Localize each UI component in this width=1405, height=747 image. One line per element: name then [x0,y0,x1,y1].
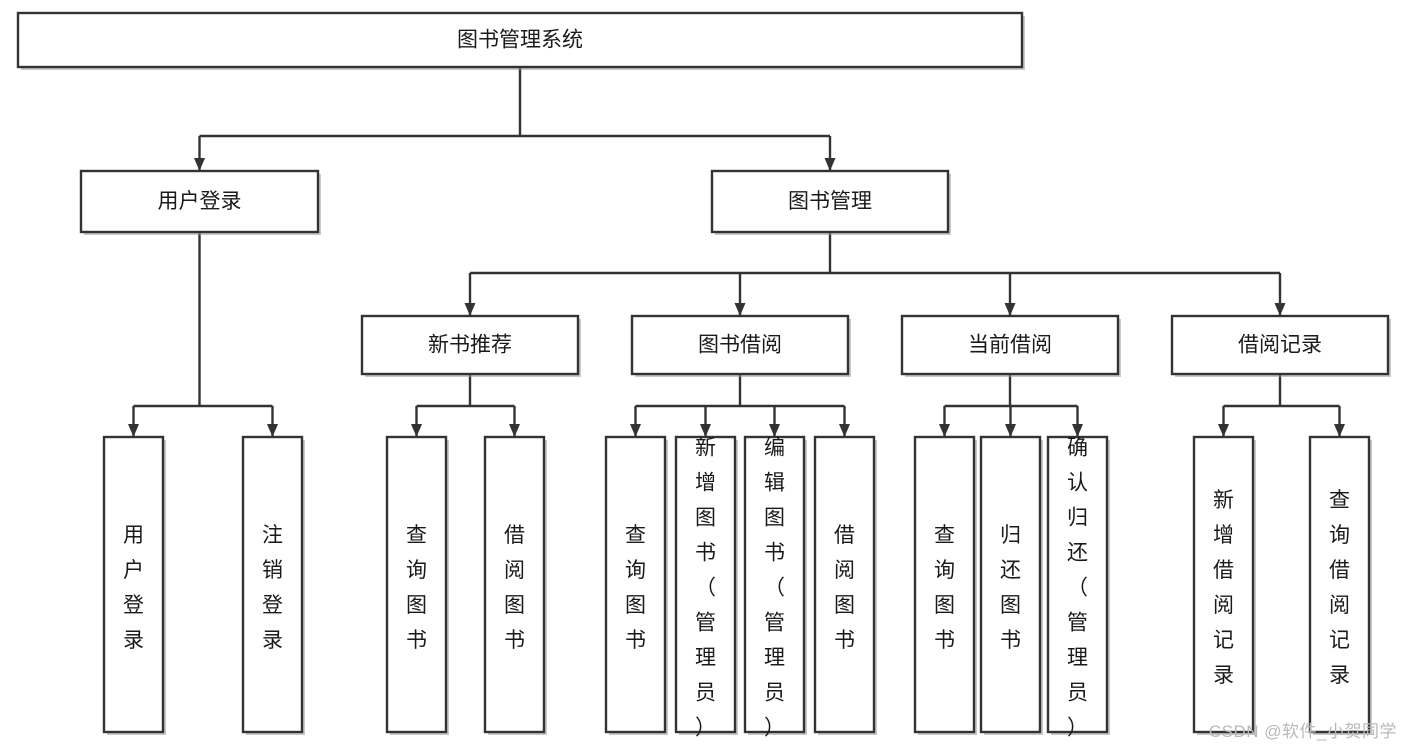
arrow-head-icon [1072,424,1083,437]
node-leaf-query-book-3[interactable]: 查询图书 [913,435,977,735]
node-box[interactable] [385,435,448,734]
node-leaf-query-record[interactable]: 查询借阅记录 [1308,435,1372,735]
node-layer: 图书管理系统用户登录图书管理新书推荐图书借阅当前借阅借阅记录用户登录注销登录查询… [16,11,1391,739]
arrow-head-icon [700,424,711,437]
node-new-book-recommend[interactable]: 新书推荐 [360,314,581,377]
node-root[interactable]: 图书管理系统 [16,11,1025,70]
arrow-head-icon [1005,424,1016,437]
arrow-head-icon [824,158,836,171]
node-label: 借阅图书 [504,524,525,652]
node-label: 借阅图书 [834,524,855,652]
node-label: 图书管理 [788,190,872,213]
node-box[interactable] [483,435,546,734]
node-box[interactable] [630,314,850,376]
node-label: 图书借阅 [698,334,782,357]
node-leaf-user-login[interactable]: 用户登录 [102,435,166,735]
node-label: 图书管理系统 [457,29,583,52]
node-leaf-borrow-book-1[interactable]: 借阅图书 [483,435,547,735]
arrow-head-icon [630,424,641,437]
node-label: 新增借阅记录 [1213,489,1234,687]
edge-group [939,374,1083,437]
node-current-borrow[interactable]: 当前借阅 [900,314,1121,377]
node-box[interactable] [16,11,1024,69]
arrow-head-icon [1334,424,1345,437]
node-label: 查询图书 [934,524,955,652]
node-box[interactable] [79,169,320,234]
edge-group [630,374,850,437]
node-box[interactable] [913,435,976,734]
arrow-head-icon [839,424,850,437]
node-label: 编辑图书（管理员） [764,436,785,739]
node-box[interactable] [743,435,806,734]
node-leaf-query-book-2[interactable]: 查询图书 [604,435,668,735]
arrow-head-icon [509,424,520,437]
node-label: 归还图书 [1000,524,1021,652]
edge-group [1218,374,1345,437]
node-leaf-borrow-book-2[interactable]: 借阅图书 [813,435,877,735]
node-label: 查询图书 [406,524,427,652]
node-borrow-record[interactable]: 借阅记录 [1170,314,1391,377]
arrow-head-icon [1218,424,1229,437]
node-leaf-confirm-return[interactable]: 确认归还（管理员） [1046,435,1110,739]
edge-group [464,232,1286,316]
watermark-text: CSDN @软件_小贺同学 [1208,722,1397,741]
node-leaf-edit-book[interactable]: 编辑图书（管理员） [743,435,807,739]
node-box[interactable] [1046,435,1109,734]
node-box[interactable] [1170,314,1390,376]
node-leaf-add-book[interactable]: 新增图书（管理员） [674,435,738,739]
edge-group [194,67,836,171]
node-box[interactable] [979,435,1042,734]
arrow-head-icon [128,424,139,437]
node-label: 用户登录 [123,524,144,652]
node-box[interactable] [604,435,667,734]
node-box[interactable] [360,314,580,376]
node-label: 查询图书 [625,524,646,652]
node-label: 查询借阅记录 [1329,489,1350,687]
arrow-head-icon [939,424,950,437]
node-book-borrow[interactable]: 图书借阅 [630,314,851,377]
node-box[interactable] [813,435,876,734]
edge-layer [128,67,1345,437]
node-leaf-user-logout[interactable]: 注销登录 [241,435,305,735]
arrow-head-icon [1274,303,1286,316]
node-box[interactable] [900,314,1120,376]
node-box[interactable] [710,169,950,234]
node-label: 当前借阅 [968,334,1052,357]
arrow-head-icon [411,424,422,437]
node-box[interactable] [674,435,737,734]
node-leaf-add-record[interactable]: 新增借阅记录 [1192,435,1256,735]
edge-group [128,232,278,437]
node-box[interactable] [1192,435,1255,734]
node-label: 确认归还（管理员） [1067,436,1088,739]
node-box[interactable] [102,435,165,734]
node-label: 新书推荐 [428,334,512,357]
node-user-login[interactable]: 用户登录 [79,169,321,235]
edge-group [411,374,520,437]
arrow-head-icon [267,424,278,437]
arrow-head-icon [464,303,476,316]
arrow-head-icon [734,303,746,316]
node-box[interactable] [1308,435,1371,734]
node-box[interactable] [241,435,304,734]
arrow-head-icon [769,424,780,437]
node-leaf-query-book-1[interactable]: 查询图书 [385,435,449,735]
node-book-manage[interactable]: 图书管理 [710,169,951,235]
arrow-head-icon [194,158,205,171]
node-label: 借阅记录 [1238,334,1322,357]
node-label: 用户登录 [158,190,242,213]
node-label: 新增图书（管理员） [695,436,716,739]
arrow-head-icon [1004,303,1016,316]
node-label: 注销登录 [262,524,283,652]
node-leaf-return-book[interactable]: 归还图书 [979,435,1043,735]
